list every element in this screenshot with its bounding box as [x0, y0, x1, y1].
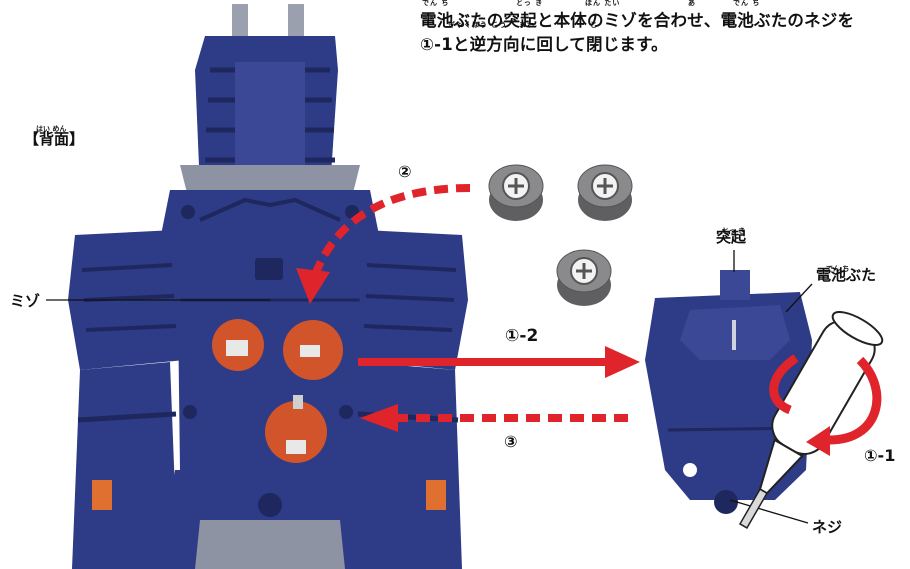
ruby-hontai: ほん たい — [585, 0, 621, 7]
arrow-step-1-2 — [358, 358, 608, 366]
step-1-2-label: ①-2 — [505, 326, 539, 346]
ruby-gyakuhoukou: ぎゃくほう こう — [448, 21, 508, 29]
arrow-step-1-2-head — [605, 346, 640, 378]
robot-antenna-right — [288, 4, 304, 38]
instruction-ruby-line2: ぎゃくほう こう まわ と — [420, 21, 905, 32]
neji-label: ネジ — [812, 518, 843, 536]
battery-coins — [488, 164, 633, 306]
step-3-label: ③ — [504, 432, 518, 451]
denchibuta-ruby: でん ち — [826, 265, 850, 273]
battery-compartment — [212, 319, 343, 463]
tokki-ruby: とっ き — [722, 227, 746, 235]
ruby-a: あ — [688, 0, 696, 7]
arrow-rotate — [829, 356, 882, 445]
ruby-to: と — [590, 21, 598, 29]
screwdriver — [738, 311, 884, 529]
robot-hip-grey — [195, 520, 345, 569]
tokki-label: 突起 — [716, 228, 747, 246]
step-2-label: ② — [398, 162, 412, 181]
coin-battery-1 — [488, 164, 544, 221]
view-ruby: はい めん — [36, 125, 67, 133]
battery-slot-3 — [265, 401, 327, 463]
instruction-ruby-line1: でん ち とっ き ほん たい あ でん ち — [420, 0, 905, 12]
arrow-step-2 — [311, 184, 471, 277]
ruby-tokki: とっ き — [516, 0, 544, 7]
instruction-line-2: ①-1と逆方向に回して閉じます。 — [420, 35, 668, 54]
arrow-step-2-head — [296, 268, 330, 304]
cover-tab — [720, 270, 750, 300]
robot-chest-slot — [255, 258, 283, 280]
robot-arm-right-accent — [426, 480, 446, 510]
robot-antenna-left — [232, 4, 248, 38]
neji-pointer-line — [729, 499, 809, 524]
robot-neck-center — [235, 62, 305, 172]
cover-screw — [714, 490, 738, 514]
instruction-text: でん ち とっ き ほん たい あ でん ち 電池ぶたの突起と本体のミゾを合わせ… — [420, 0, 905, 60]
arrow-step-3-head — [360, 404, 398, 432]
denchibuta-label: 電池ぶた — [816, 266, 877, 284]
coin-battery-3 — [556, 249, 612, 306]
step-1-1-label: ①-1 — [864, 446, 896, 465]
robot-figure — [68, 4, 468, 569]
robot-arm-left-accent — [92, 480, 112, 510]
ruby-mawa: まわ — [519, 21, 535, 29]
coin-battery-2 — [577, 164, 633, 221]
ruby-denchi2: でん ち — [733, 0, 761, 7]
ruby-denchi: でん ち — [422, 0, 450, 7]
denchibuta-pointer-line — [785, 283, 813, 313]
instruction-line-1: 電池ぶたの突起と本体のミゾを合わせ、電池ぶたのネジを — [420, 11, 855, 30]
robot-arm-left — [72, 362, 178, 569]
robot-torso — [162, 190, 378, 500]
view-label: 【背面】 — [24, 130, 85, 148]
mizo-label: ミゾ — [10, 292, 41, 310]
battery-cover — [645, 270, 812, 514]
arrow-rotate-head — [806, 426, 830, 456]
